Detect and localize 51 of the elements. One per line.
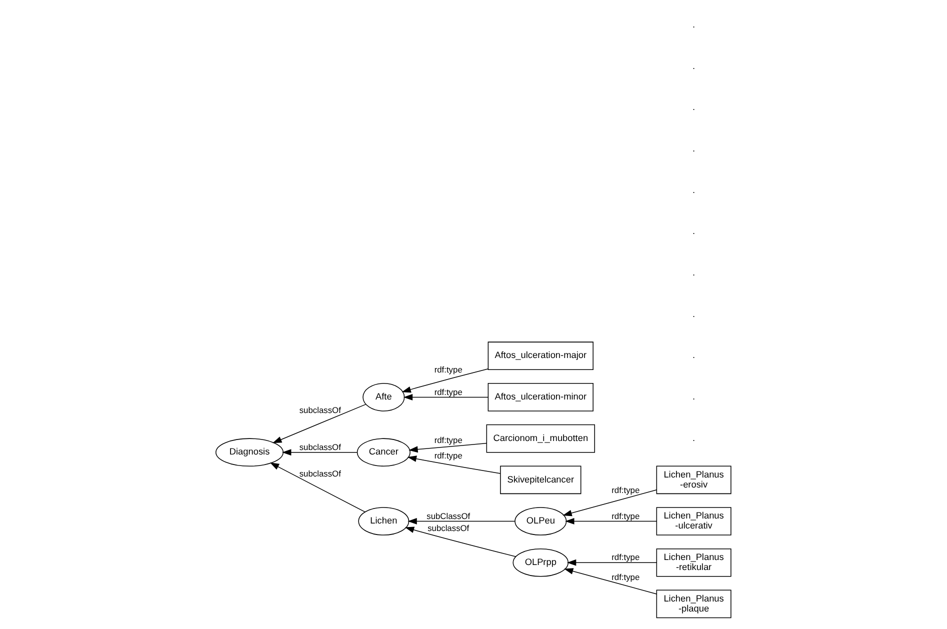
label: . [692, 350, 696, 360]
node-box: Lichen_Planus -retikular [656, 548, 732, 577]
edge-label: rdf:type [612, 484, 640, 495]
edge-label: rdf:type [434, 364, 462, 375]
arrow [566, 559, 657, 566]
edge-label: subclassOf [299, 468, 341, 479]
edge-label: rdf:type [612, 552, 640, 562]
label: . [692, 143, 696, 154]
label: . [692, 432, 696, 443]
edge-label: subclassOf [428, 523, 470, 534]
arrow [282, 449, 358, 456]
arrow [404, 526, 516, 557]
label: . [692, 308, 696, 319]
arrow [562, 489, 657, 516]
node-box: Skivepitelcancer [500, 466, 582, 494]
node-ellipse: Cancer [356, 438, 410, 466]
arrow [272, 404, 366, 444]
arrow [408, 442, 487, 453]
edge-label: rdf:type [612, 510, 640, 521]
node-ellipse: OLPeu [514, 507, 567, 536]
arrow [403, 394, 488, 400]
edge-label: rdf:type [434, 434, 462, 445]
node-ellipse: Lichen [358, 507, 410, 536]
node-ellipse: OLPrpp [512, 548, 569, 577]
label: . [692, 60, 696, 71]
node-box: Lichen_Planus -plaque [656, 590, 732, 618]
label: . [692, 184, 696, 195]
edge-label: subclassOf [299, 405, 341, 416]
node-box: Aftos_ulceration-major [488, 342, 594, 370]
node-box: Lichen_Planus -erosiv [656, 466, 732, 494]
arrow [270, 462, 366, 512]
node-box: Carcionom_i_mubotten [486, 424, 596, 453]
node-ellipse: Afte [362, 383, 405, 412]
arrow [408, 518, 516, 524]
edge-label: subclassOf [299, 442, 341, 452]
edge-label: rdf:type [612, 572, 640, 582]
arrow [564, 568, 657, 594]
arrow [565, 518, 657, 524]
arrow [402, 368, 488, 393]
edge-label: subClassOf [426, 510, 470, 521]
label: . [692, 19, 696, 30]
label: . [692, 392, 696, 402]
edge-label: rdf:type [434, 450, 462, 460]
label: . [692, 102, 696, 112]
node-ellipse: Diagnosis [216, 438, 284, 466]
node-box: Lichen_Planus -ulcerativ [656, 507, 732, 536]
edge-label: rdf:type [434, 386, 462, 397]
arrow [407, 456, 501, 474]
node-box: Aftos_ulceration-minor [488, 383, 594, 412]
label: . [692, 226, 696, 236]
label: . [692, 268, 696, 278]
